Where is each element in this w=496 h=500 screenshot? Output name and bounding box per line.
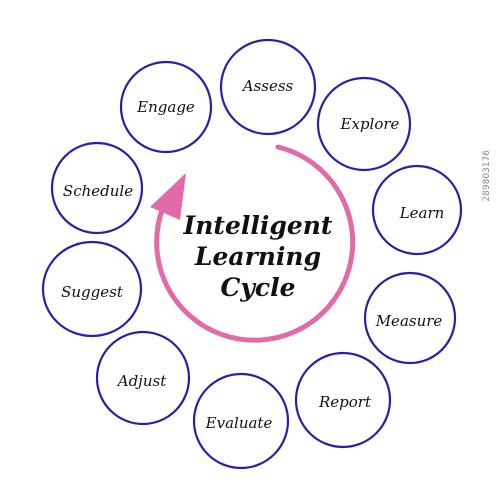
node-report: Report xyxy=(294,351,392,449)
node-label-learn: Learn xyxy=(399,204,445,222)
title-line-3: Cycle xyxy=(220,273,295,302)
arrow-head xyxy=(150,173,186,220)
node-label-measure: Measure xyxy=(375,312,443,330)
stock-id-watermark: 289803176 xyxy=(482,150,492,202)
node-suggest: Suggest xyxy=(41,240,143,338)
node-assess: Assess xyxy=(219,38,317,136)
cycle-arc xyxy=(154,144,356,343)
node-label-engage: Engage xyxy=(136,98,195,116)
node-label-assess: Assess xyxy=(241,77,294,95)
node-label-schedule: Schedule xyxy=(63,182,133,200)
node-evaluate: Evaluate xyxy=(192,372,290,470)
cycle-arrow xyxy=(150,144,356,343)
node-label-adjust: Adjust xyxy=(116,372,167,390)
node-learn: Learn xyxy=(371,164,463,256)
title-line-1: Intelligent xyxy=(183,211,333,240)
node-label-explore: Explore xyxy=(340,115,400,133)
node-measure: Measure xyxy=(363,271,457,365)
node-engage: Engage xyxy=(119,60,213,154)
node-adjust: Adjust xyxy=(95,330,191,426)
cycle-nodes: Assess Explore Learn Measure Report Eval… xyxy=(41,38,463,470)
node-label-report: Report xyxy=(318,393,372,411)
title-line-2: Learning xyxy=(194,242,321,271)
node-label-suggest: Suggest xyxy=(61,283,124,301)
center-title: Intelligent Learning Cycle xyxy=(183,211,333,302)
node-label-evaluate: Evaluate xyxy=(205,414,273,432)
node-schedule: Schedule xyxy=(50,141,144,235)
node-explore: Explore xyxy=(316,76,412,172)
